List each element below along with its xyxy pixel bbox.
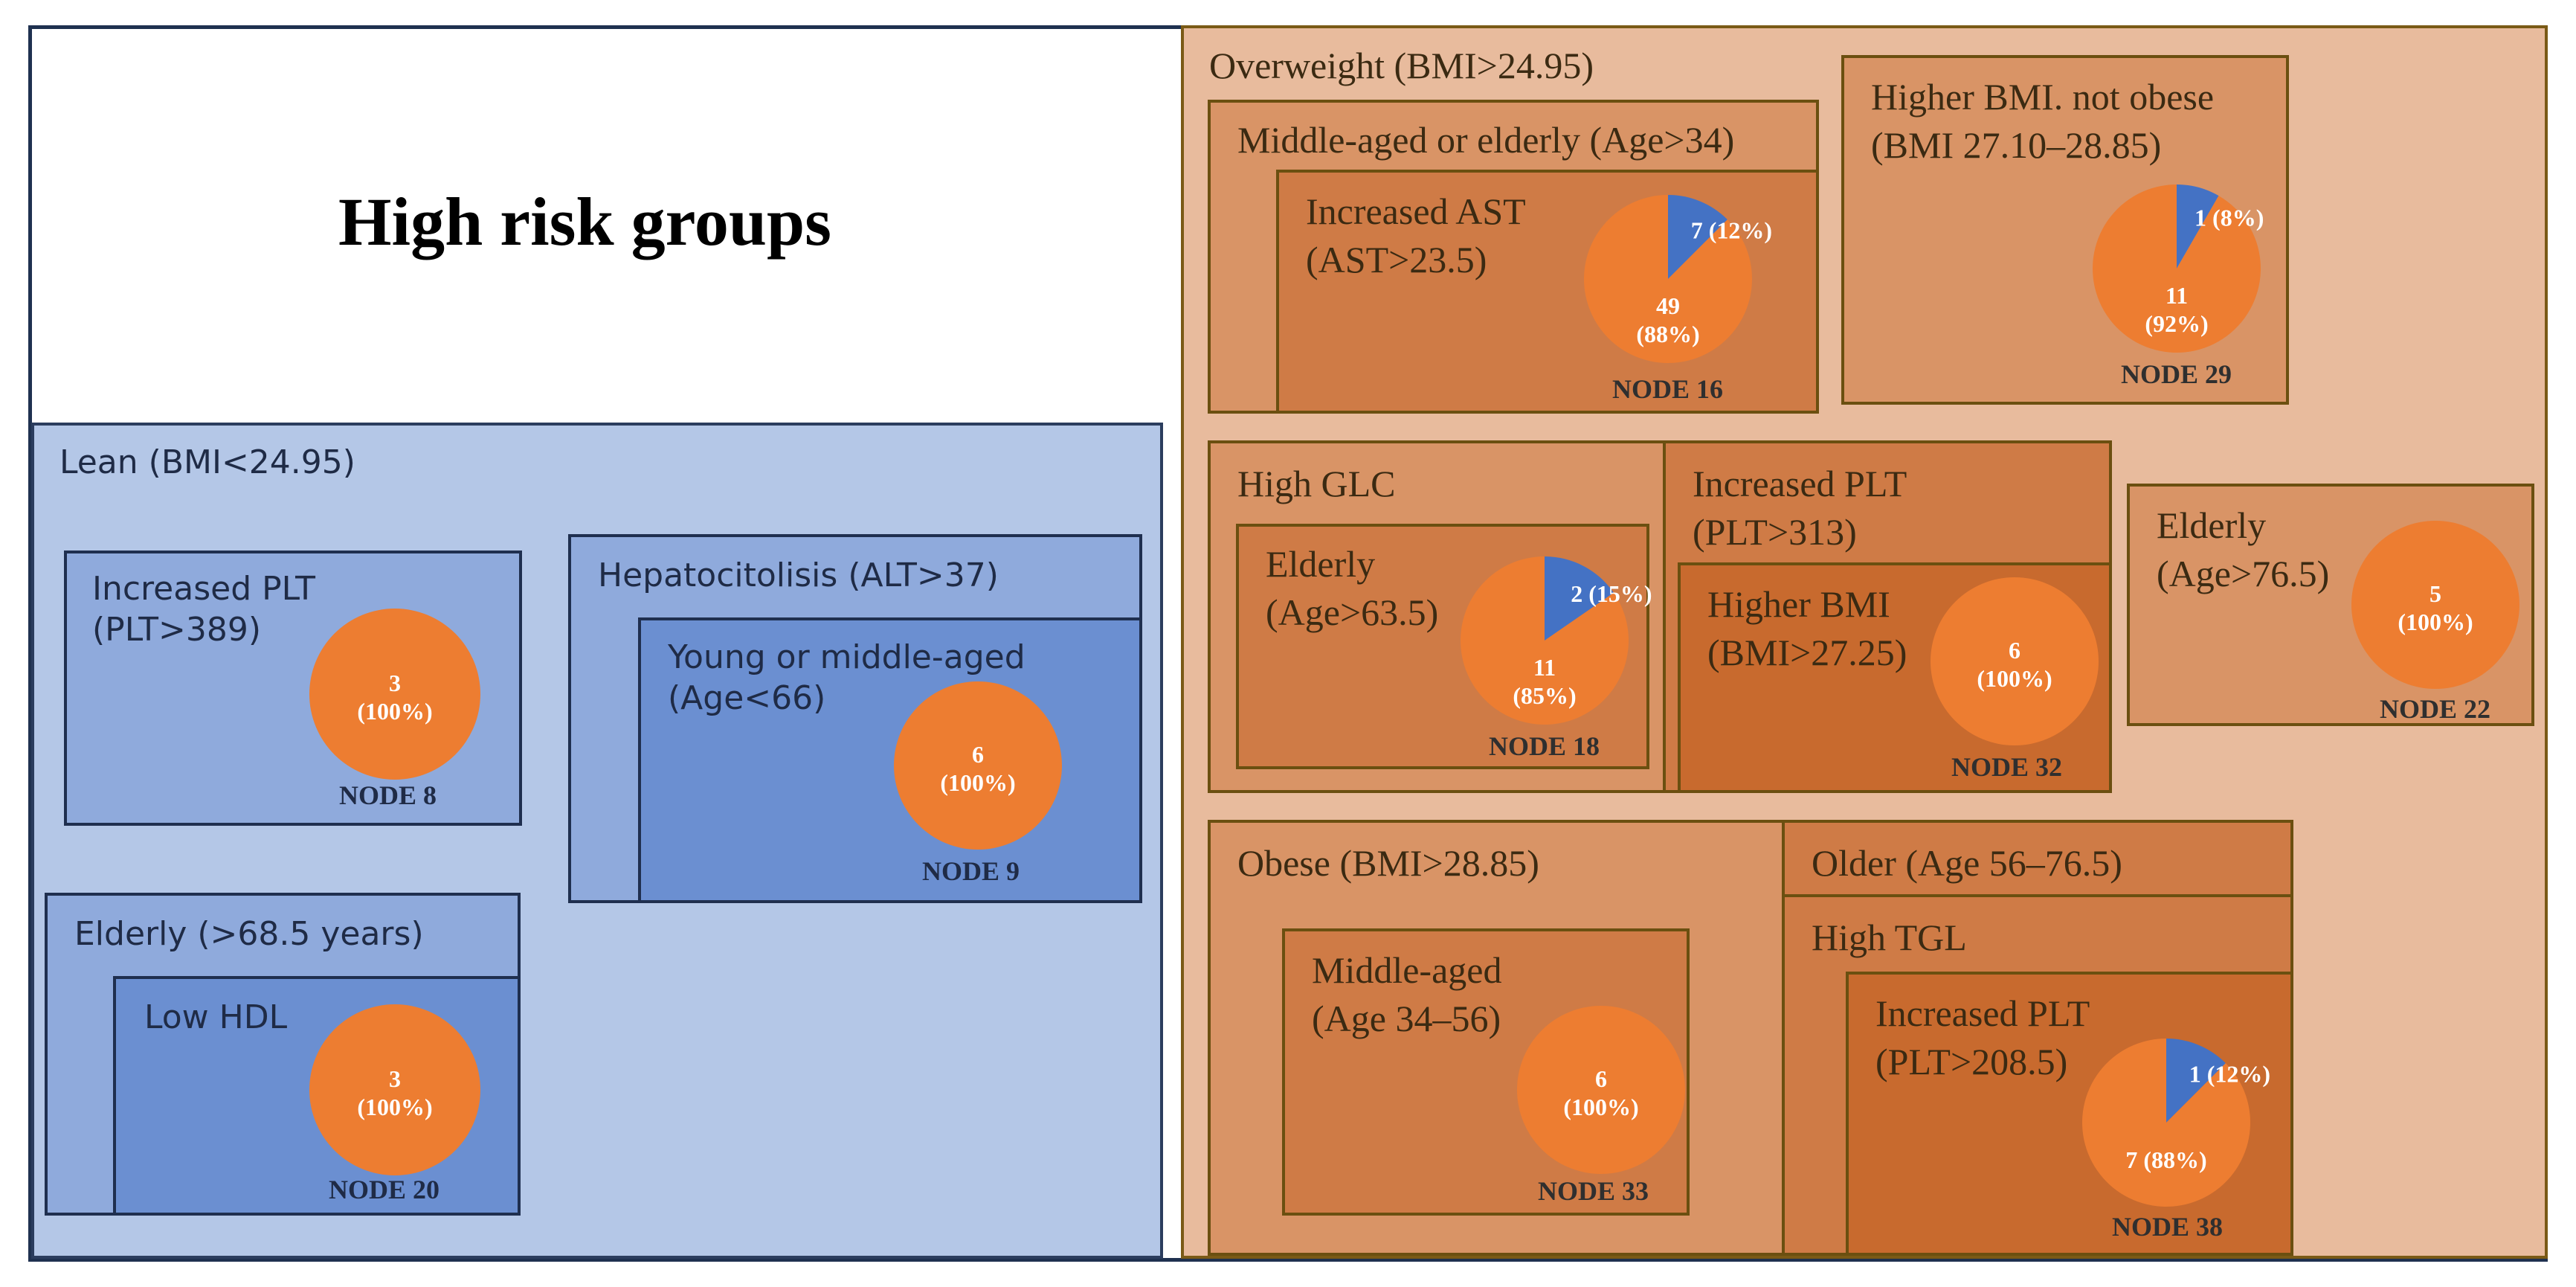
lean-label: Lean (BMI<24.95) <box>59 443 355 481</box>
ow-elderly765-label: Elderly(Age>76.5) <box>2157 504 2330 594</box>
node-18-label: NODE 18 <box>1489 731 1600 761</box>
lean-hep-label: Hepatocitolisis (ALT>37) <box>598 556 999 594</box>
page-title: High risk groups <box>338 184 831 260</box>
node16-slice-main <box>1584 195 1752 363</box>
node-16-label: NODE 16 <box>1612 374 1724 404</box>
node-20-label: NODE 20 <box>329 1175 440 1204</box>
node-33-label: NODE 33 <box>1538 1176 1649 1206</box>
ow-plt313-label: Increased PLT(PLT>313) <box>1693 463 1907 553</box>
node20-main-label: 3 <box>389 1065 401 1092</box>
node29-slice-main <box>2093 184 2261 353</box>
node-38-label: NODE 38 <box>2112 1212 2224 1242</box>
ow-glc-elderly-label: Elderly(Age>63.5) <box>1266 543 1439 633</box>
ow-bmi2725-label: Higher BMI(BMI>27.25) <box>1707 583 1907 673</box>
node18-minor-label: 2 (15%) <box>1571 580 1652 607</box>
ow-ast-label: Increased AST(AST>23.5) <box>1306 190 1526 280</box>
node9-main-label: 6 <box>972 741 984 768</box>
node32-main-label: 6 <box>2009 637 2020 664</box>
ow-tgl-label: High TGL <box>1812 917 1967 958</box>
node22-main-pct: (100%) <box>2398 609 2473 635</box>
node18-main-pct: (85%) <box>1513 682 1576 709</box>
lean-hdl-label: Low HDL <box>144 998 288 1036</box>
pie-node16: 7 (12%) 49(88%) <box>1584 195 1772 363</box>
pie-node29: 1 (8%) 11(92%) <box>2093 184 2264 353</box>
node32-slice-main <box>1931 577 2099 745</box>
pie-node8: 3(100%) <box>309 609 480 780</box>
node-9-label: NODE 9 <box>922 856 1020 886</box>
node-22-label: NODE 22 <box>2380 694 2491 724</box>
node33-slice-main <box>1517 1006 1685 1174</box>
node33-main-label: 6 <box>1595 1065 1607 1092</box>
lean-young-label: Young or middle-aged(Age<66) <box>668 638 1025 717</box>
node9-main-pct: (100%) <box>940 769 1015 796</box>
node38-slice-main <box>2082 1039 2250 1207</box>
ow-plt2085-label: Increased PLT(PLT>208.5) <box>1875 992 2090 1082</box>
node29-slice-minor <box>2177 184 2219 269</box>
node20-slice-main <box>309 1004 480 1175</box>
node38-minor-label: 1 (12%) <box>2189 1060 2270 1087</box>
node18-main-label: 11 <box>1533 654 1556 681</box>
node16-slice-minor <box>1668 195 1727 279</box>
ow-older-label: Older (Age 56–76.5) <box>1812 842 2122 884</box>
overweight-label: Overweight (BMI>24.95) <box>1209 45 1594 86</box>
node38-slice-minor <box>2166 1039 2226 1123</box>
node33-main-pct: (100%) <box>1563 1094 1638 1120</box>
node16-main-label: 49 <box>1656 292 1680 319</box>
node8-main-label: 3 <box>389 670 401 696</box>
node9-slice-main <box>894 681 1062 850</box>
lean-plt-label: Increased PLT(PLT>389) <box>92 570 315 649</box>
node8-main-pct: (100%) <box>357 698 432 725</box>
node22-slice-main <box>2351 521 2519 689</box>
ow-obese-label: Obese (BMI>28.85) <box>1237 842 1539 884</box>
node29-minor-label: 1 (8%) <box>2195 204 2264 231</box>
lean-elderly-label: Elderly (>68.5 years) <box>74 915 424 953</box>
node38-main-label: 7 (88%) <box>2125 1146 2206 1173</box>
node20-main-pct: (100%) <box>357 1094 432 1120</box>
ow-glc-label: High GLC <box>1237 463 1396 504</box>
node16-minor-label: 7 (12%) <box>1691 216 1772 243</box>
ow-middle-label: Middle-aged or elderly (Age>34) <box>1237 119 1735 161</box>
pie-node22: 5(100%) <box>2351 521 2519 689</box>
ow-obese-middle-label: Middle-aged(Age 34–56) <box>1312 949 1502 1039</box>
node-29-label: NODE 29 <box>2121 359 2232 389</box>
ow-higherbmi-label: Higher BMI. not obese(BMI 27.10–28.85) <box>1871 76 2215 166</box>
node-8-label: NODE 8 <box>339 780 437 810</box>
node29-main-label: 11 <box>2166 282 2188 309</box>
pie-node38: 1 (12%) 7 (88%) <box>2082 1039 2270 1207</box>
node8-slice-main <box>309 609 480 780</box>
node18-slice-minor <box>1545 556 1614 641</box>
pie-node18: 2 (15%) 11(85%) <box>1461 556 1652 725</box>
node22-main-label: 5 <box>2430 580 2441 607</box>
node16-main-pct: (88%) <box>1636 321 1699 347</box>
node-32-label: NODE 32 <box>1951 752 2063 782</box>
pie-node33: 6(100%) <box>1517 1006 1685 1174</box>
pie-node9: 6(100%) <box>894 681 1062 850</box>
node29-main-pct: (92%) <box>2145 310 2208 337</box>
pie-node32: 6(100%) <box>1931 577 2099 745</box>
node32-main-pct: (100%) <box>1977 665 2052 692</box>
node18-slice-main <box>1461 556 1629 725</box>
pie-node20: 3(100%) <box>309 1004 480 1175</box>
